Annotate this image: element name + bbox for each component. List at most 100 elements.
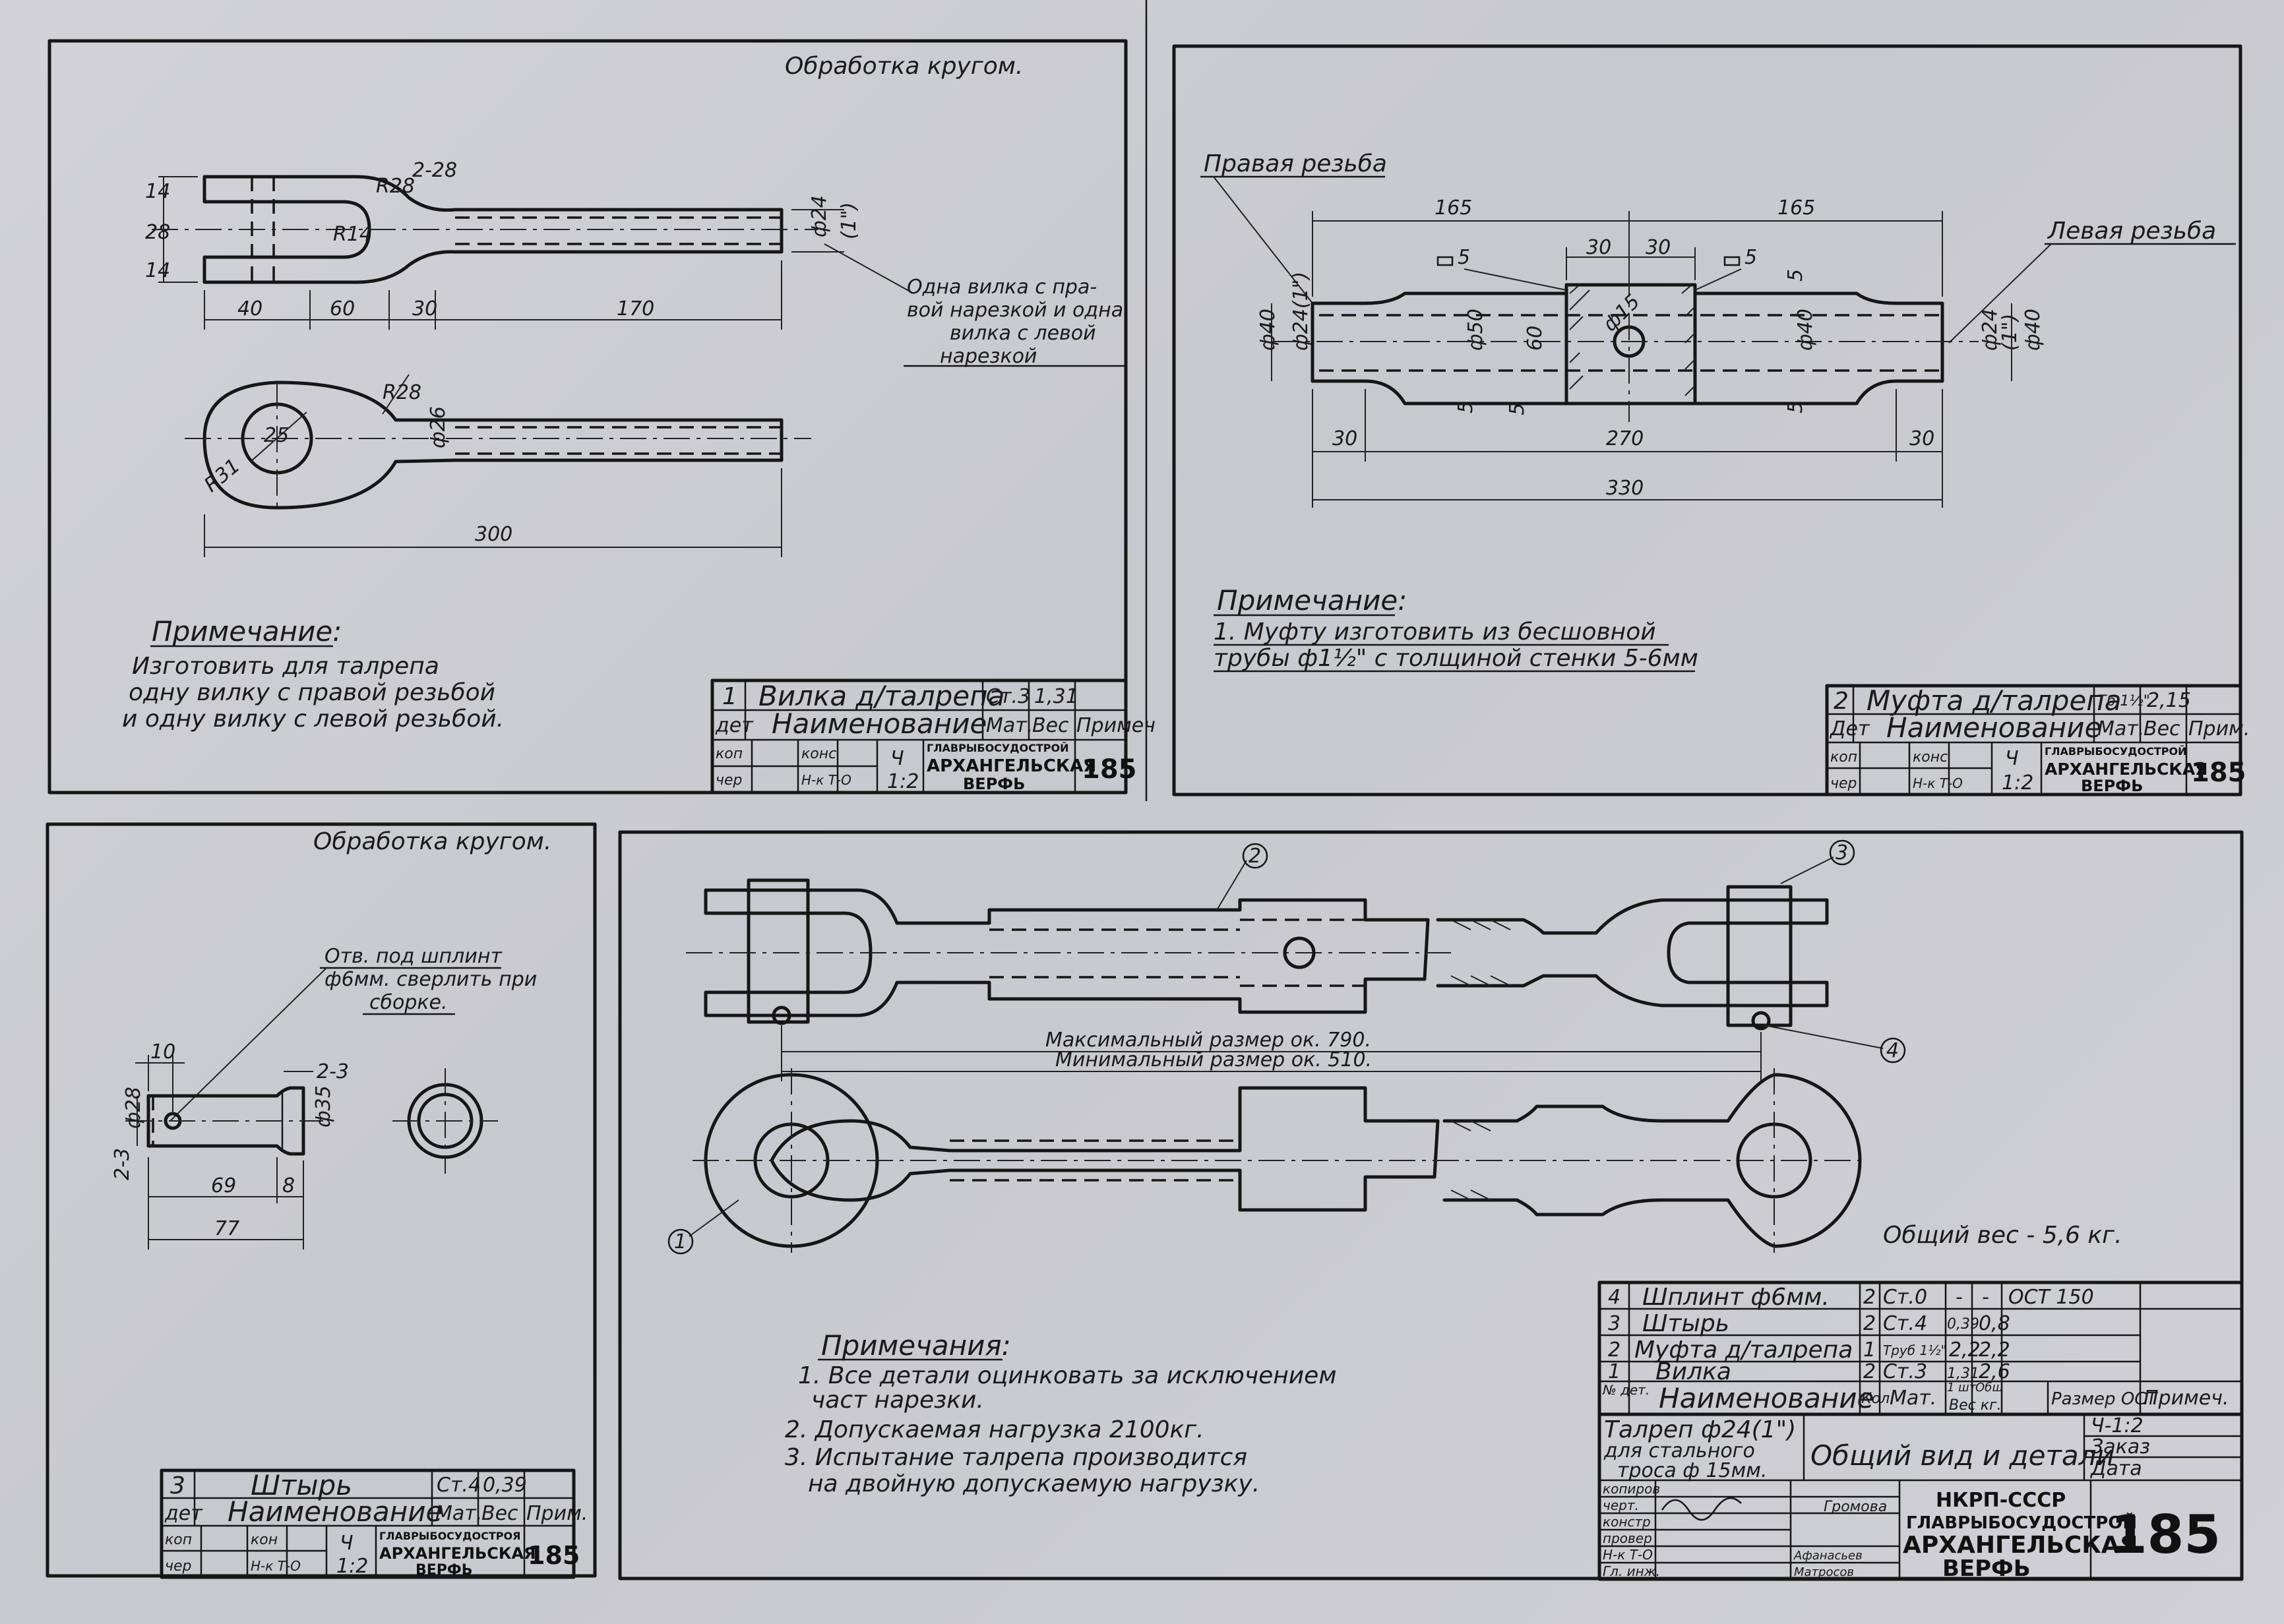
p2-tb-h-weight: Вес: [2144, 717, 2180, 740]
p4-bom-r2-num: 3: [1608, 1312, 1620, 1335]
panel4-frame: [618, 830, 2244, 1580]
p1-dim-60: 60: [330, 297, 355, 320]
p2-tb-num: 2: [1834, 688, 1849, 715]
p1-tb-h-note: Примеч: [1076, 714, 1156, 737]
p1-dim-r28c: R28: [383, 381, 421, 404]
p3-tb-org1: ГЛАВРЫБОСУДОСТРОЯ: [379, 1530, 520, 1542]
p1-tb-h-det: дет: [715, 714, 754, 737]
p4-org1: НКРП-СССР: [1936, 1489, 2066, 1512]
p3-tb-name: Штырь: [251, 1469, 352, 1501]
p2-tb-h-mat: Мат.: [2097, 717, 2144, 740]
p2-tb-nk: Н-к Т-О: [1913, 775, 1963, 791]
p3-tb-h-mat: Мат.: [435, 1502, 482, 1525]
p2-tb-mat: Тр 1½": [2097, 693, 2150, 709]
p4-bom-h-note: Примеч.: [2144, 1387, 2229, 1410]
p1-dim-170: 170: [617, 297, 654, 320]
panel2-frame: [1172, 44, 2242, 797]
p4-bom-r1-w2: -: [1982, 1286, 1989, 1309]
p4-bom-h-qty: Кол: [1861, 1391, 1890, 1407]
p3-note-top: Обработка кругом.: [313, 828, 551, 855]
p1-dim-r28b: 2-28: [412, 159, 457, 182]
p4-max-size: Максимальный размер ок. 790.: [1045, 1029, 1371, 1052]
p4-bom-r4-w1: 1,31: [1947, 1366, 1979, 1382]
p1-tb-h-mat: Мат.: [986, 714, 1033, 737]
p2-remark-1: 1. Муфту изготовить из бесшовной: [1214, 618, 1656, 646]
p1-dim-28: 28: [145, 221, 170, 244]
p4-bom-r2-mat: Ст.4: [1883, 1312, 1927, 1335]
p4-scale: Ч-1:2: [2091, 1414, 2144, 1437]
p1-fork-note-3: вилка с левой: [950, 322, 1096, 345]
p1-dim-14a: 14: [145, 180, 170, 203]
p3-tb-code: 185: [528, 1541, 580, 1570]
p4-product-1: Талреп ф24(1"): [1604, 1416, 1796, 1443]
p1-tb-kon: конс: [801, 746, 836, 762]
p1-remark-2: одну вилку с правой резьбой: [129, 679, 495, 706]
p2-dim-5b: 5: [1744, 246, 1757, 269]
p4-product-3: троса ф 15мм.: [1617, 1459, 1767, 1482]
p4-bom-h-mat: Мат.: [1890, 1387, 1936, 1410]
p4-remark-4: 3. Испытание талрепа производится: [785, 1444, 1247, 1471]
p4-view-title: Общий вид и детали: [1810, 1439, 2114, 1472]
p4-name-1: Громова: [1824, 1499, 1887, 1515]
p2-dim-5a: 5: [1458, 246, 1470, 269]
p4-bom-r2-w1: 0,39: [1947, 1316, 1979, 1333]
panel2-title-block: 2 Муфта д/талрепа Тр 1½" 2,15 Дет Наимен…: [1825, 684, 2250, 797]
p3-dim-69: 69: [211, 1174, 236, 1197]
p4-remarks-title: Примечания:: [821, 1329, 1011, 1362]
p2-tb-kop: коп: [1830, 749, 1857, 766]
p4-bom-r1-num: 4: [1608, 1286, 1620, 1309]
p4-bom-r4-w2: 2,6: [1979, 1360, 2010, 1383]
p4-bom-r2-qty: 2: [1863, 1312, 1876, 1335]
p3-hole-note-1: Отв. под шплинт: [324, 945, 503, 968]
p2-tb-h-note: Прим.: [2188, 717, 2250, 740]
p1-tb-name: Вилка д/талрепа: [758, 680, 1004, 712]
p3-dim-77: 77: [214, 1217, 239, 1240]
panel1-fork-drawing: Обработка кругом. 14 28 14 R28 2-28 R14 …: [145, 53, 1125, 557]
p2-dim-5d: 5: [1784, 269, 1807, 282]
p1-tb-mat: Ст.3: [986, 685, 1030, 708]
p2-dim-330: 330: [1606, 477, 1644, 500]
p2-dim-60: 60: [1524, 326, 1547, 351]
p3-tb-weight: 0,39: [483, 1474, 527, 1497]
panel3-frame: [46, 822, 597, 1578]
p3-tb-org3: ВЕРФЬ: [416, 1562, 473, 1579]
p3-tb-scale: 1:2: [336, 1555, 368, 1578]
p2-dim-165a: 165: [1435, 196, 1472, 220]
p1-remark-1: Изготовить для талрепа: [132, 653, 439, 680]
p3-dim-c3b: 2-3: [111, 1148, 134, 1180]
p2-dim-d1: (1"): [1998, 314, 2022, 351]
p2-dim-d40a: ф40: [1256, 309, 1280, 351]
p2-dim-d40c: ф40: [2022, 309, 2045, 351]
p4-callout-4: 4: [1886, 1039, 1899, 1062]
p2-tb-code: 185: [2191, 758, 2246, 788]
p2-tb-org1: ГЛАВРЫБОСУДОСТРОЙ: [2045, 745, 2186, 758]
signature-mark: [1661, 1497, 1742, 1521]
p2-tb-sheet: Ч: [2005, 747, 2019, 770]
p4-bom-r4-qty: 2: [1863, 1360, 1876, 1383]
p3-tb-org2: АРХАНГЕЛЬСКАЯ: [379, 1544, 536, 1563]
p4-bom-r3-w2: 2,2: [1979, 1338, 2010, 1362]
p4-org4: ВЕРФЬ: [1942, 1555, 2031, 1582]
p2-right-thread: Правая резьба: [1204, 150, 1387, 177]
p4-bom-r1-mat: Ст.0: [1883, 1286, 1927, 1309]
p2-dim-5f: 5: [1506, 403, 1529, 415]
p1-fork-note-1: Одна вилка с пра-: [907, 276, 1097, 299]
p4-bom-r1-w1: -: [1956, 1286, 1963, 1309]
p1-dim-40: 40: [237, 297, 262, 320]
p2-tb-scale: 1:2: [2002, 771, 2033, 795]
p4-bom-h-ost: Размер ОСТ: [2051, 1389, 2158, 1409]
p4-bom-h-w1: 1 шт: [1947, 1381, 1977, 1395]
p4-org2: ГЛАВРЫБОСУДОСТРОЙ: [1906, 1512, 2137, 1533]
panel4-title-block: Талреп ф24(1") для стального троса ф 15м…: [1597, 1412, 2244, 1582]
p4-bom-r3-mat: Труб 1½": [1883, 1342, 1947, 1358]
p4-code: 185: [2111, 1504, 2221, 1565]
p1-tb-org2: АРХАНГЕЛЬСКАЯ: [927, 756, 1096, 776]
p4-remark-5: на двойную допускаемую нагрузку.: [808, 1470, 1260, 1497]
p4-name-3: Матросов: [1794, 1565, 1854, 1579]
p3-dim-c3a: 2-3: [317, 1060, 349, 1083]
p2-dim-270: 270: [1606, 427, 1644, 450]
p2-tb-org2: АРХАНГЕЛЬСКАЯ: [2045, 760, 2207, 779]
p1-tb-org3: ВЕРФЬ: [963, 775, 1025, 793]
p2-dim-165b: 165: [1777, 196, 1815, 220]
